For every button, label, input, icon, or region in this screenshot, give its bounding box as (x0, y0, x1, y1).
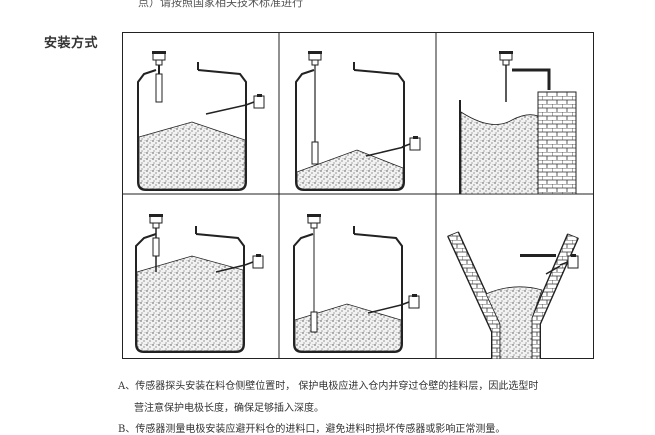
panel-top-mount-in-heap (135, 213, 264, 353)
panel-top-mount-short-probe (137, 50, 265, 191)
section-title: 安装方式 (44, 36, 99, 51)
note-b: B、传感器测量电极安装应避开料仓的进料口，避免进料时损坏传感器或影响正常测量。 (118, 424, 506, 435)
panel-top-mount-beside-wall (459, 50, 577, 195)
note-a-line-2: 营注意保护电极长度，确保足够插入深度。 (134, 403, 324, 414)
panel-hopper-side-mount (447, 231, 579, 359)
installation-diagram (122, 32, 594, 359)
panel-top-mount-long-probe (295, 50, 421, 191)
panel-top-mount-rod-to-bottom (293, 213, 420, 353)
previous-page-text: 点）请按照国家相关技术标准进行 (138, 0, 303, 9)
note-a-line-1: A、传感器探头安装在料仓侧壁位置时， 保护电极应进入仓内并穿过仓壁的挂料层，因此… (118, 381, 539, 392)
